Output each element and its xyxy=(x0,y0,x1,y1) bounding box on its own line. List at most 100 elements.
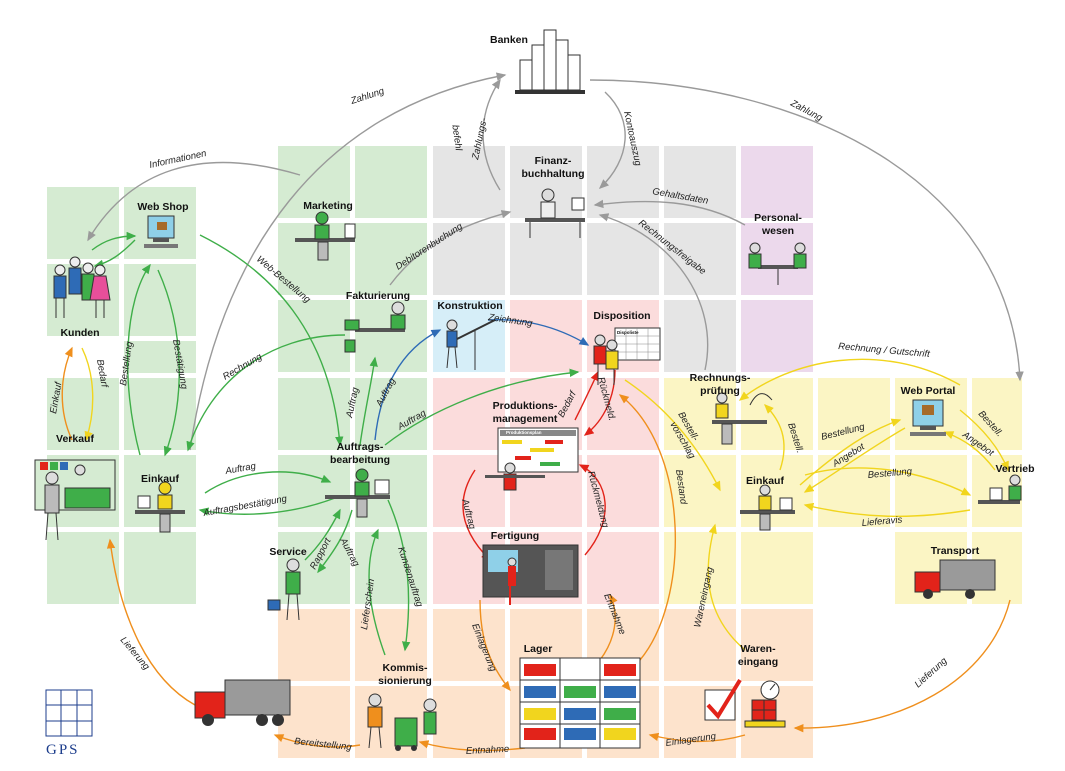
flow-zahlung-right: Zahlung xyxy=(788,97,825,124)
arrow-zahlungsbefehl xyxy=(482,78,501,191)
arrow-entnahme-fertigung xyxy=(599,593,618,661)
label-dispoliste: Dispoliste xyxy=(617,330,639,335)
marketing-desk-icon xyxy=(295,211,356,261)
arrow-bestellung xyxy=(126,263,151,456)
fakturierung-desk-icon xyxy=(344,301,406,353)
arrow-rechnungsfreigabe xyxy=(598,213,709,371)
transport-truck-icon xyxy=(914,559,996,599)
flow-bestellung-vertrieb: Bestellung xyxy=(867,466,913,481)
arrow-bestell-einkauf xyxy=(764,404,785,471)
arrow-bestand xyxy=(618,394,676,661)
flow-lieferung-left: Lieferung xyxy=(118,635,152,673)
flow-bedarf-left: Bedarf xyxy=(94,359,110,390)
label-marketing: Marketing xyxy=(303,200,353,212)
flow-auftragsbestaetigung: Auftragsbestätigung xyxy=(202,493,289,519)
flow-lieferung-right: Lieferung xyxy=(913,655,950,690)
kommissionierung-picker-icon xyxy=(367,693,437,751)
wareneingang-scale-icon xyxy=(744,680,786,728)
produktionsmanagement-board-icon xyxy=(485,427,579,491)
arrow-angebot-webportal xyxy=(803,427,906,493)
label-auftragsbearbeitung-1: Auftrags- xyxy=(337,441,384,453)
node-labels: Banken Finanz- buchhaltung Marketing Web… xyxy=(56,34,1035,687)
label-webshop: Web Shop xyxy=(137,201,188,213)
arrow-debitorenbuchung xyxy=(389,210,512,286)
label-lager: Lager xyxy=(524,643,553,655)
arrow-rueckmeld xyxy=(583,369,616,436)
label-wareneingang-1: Waren- xyxy=(740,643,776,655)
arrow-einlagerung-fertigung xyxy=(479,599,511,692)
finanzbuchhaltung-desk-icon xyxy=(525,188,585,238)
label-konstruktion: Konstruktion xyxy=(437,300,502,312)
label-rechnungspruefung-2: prüfung xyxy=(700,385,740,397)
label-finanzbuchhaltung-2: buchhaltung xyxy=(522,168,585,180)
einkauf-left-desk-icon xyxy=(135,481,185,533)
label-personalwesen-2: wesen xyxy=(761,225,794,237)
arrow-kontoauszug xyxy=(598,91,626,189)
flow-zahlung-left: Zahlung xyxy=(349,86,387,108)
label-einkauf-right: Einkauf xyxy=(746,475,784,487)
rechnungspruefung-desk-icon xyxy=(712,392,773,445)
arrow-kunden-webshop xyxy=(91,231,137,251)
gps-logo: GPS xyxy=(45,689,93,758)
arrow-auftrag-fakt xyxy=(359,356,378,446)
arrow-auftrag-fertigung xyxy=(462,469,491,561)
delivery-truck-icon xyxy=(194,679,291,726)
arrow-auftrag-blue xyxy=(374,329,442,441)
kunden-people-icon xyxy=(53,256,111,318)
arrow-lieferavis xyxy=(803,502,971,517)
arrow-auftragsbestaetigung xyxy=(198,497,336,516)
konstruktion-drafting-icon xyxy=(446,319,496,370)
arrow-einlagerung-lager xyxy=(648,732,746,743)
label-finanzbuchhaltung-1: Finanz- xyxy=(535,155,572,167)
arrow-bedarf-prod xyxy=(574,370,599,421)
flow-arrows xyxy=(61,72,1024,752)
arrow-bestellung-webportal xyxy=(799,418,902,486)
fertigung-machine-icon xyxy=(482,544,579,605)
wareneingang-check-icon xyxy=(704,678,742,721)
flow-rechnung: Rechnung xyxy=(221,351,265,383)
arrow-kundenauftrag xyxy=(387,499,411,652)
arrow-lieferschein xyxy=(368,528,386,656)
auftragsbearbeitung-desk-icon xyxy=(325,468,390,518)
arrow-bestellung-vertrieb xyxy=(804,467,972,496)
bank-building-icon xyxy=(515,29,585,94)
flow-befehl-2: befehl xyxy=(449,124,464,152)
lager-rack-icon xyxy=(519,657,641,749)
label-kommissionierung-1: Kommis- xyxy=(383,662,428,674)
flow-lieferavis: Lieferavis xyxy=(861,514,903,529)
gps-logo-text: GPS xyxy=(46,742,80,758)
arrow-entnahme-lager xyxy=(418,740,526,752)
arrow-bestaetigung xyxy=(157,269,180,457)
label-personalwesen-1: Personal- xyxy=(754,212,802,224)
arrow-zahlung-right xyxy=(589,79,1024,382)
arrow-bedarf-left xyxy=(81,347,94,442)
label-kommissionierung-2: sionierung xyxy=(378,675,432,687)
arrow-zahlung-left xyxy=(189,72,507,451)
arrow-einkauf-flow xyxy=(61,346,73,441)
label-auftragsbearbeitung-2: bearbeitung xyxy=(330,454,390,466)
flow-bestand: Bestand xyxy=(673,469,689,506)
flow-entnahme-lager: Entnahme xyxy=(466,744,510,757)
label-produktionsplan: Produktionsplan xyxy=(506,430,542,435)
vertrieb-desk-icon xyxy=(978,474,1022,504)
arrow-informationen xyxy=(87,161,301,242)
arrow-auftrag-service xyxy=(317,509,353,574)
webshop-monitor-icon xyxy=(144,215,178,248)
personalwesen-meeting-icon xyxy=(748,242,807,285)
arrow-angebot-vertrieb xyxy=(943,431,996,471)
label-webportal: Web Portal xyxy=(901,385,956,397)
arrow-auftrag-left xyxy=(204,471,332,494)
label-produktionsmanagement-2: management xyxy=(493,413,558,425)
arrow-rueckmeldung xyxy=(578,464,606,556)
webportal-monitor-icon xyxy=(910,399,946,436)
label-fakturierung: Fakturierung xyxy=(346,290,410,302)
flow-rechnung-gutschrift: Rechnung / Gutschrift xyxy=(838,341,931,360)
label-produktionsmanagement-1: Produktions- xyxy=(493,400,558,412)
label-wareneingang-2: eingang xyxy=(738,656,778,668)
arrow-zeichnung xyxy=(487,318,590,346)
label-einkauf-left: Einkauf xyxy=(141,473,179,485)
arrow-auftrag-green xyxy=(384,368,580,446)
label-vertrieb: Vertrieb xyxy=(995,463,1034,475)
arrow-web-bestellung xyxy=(199,234,344,447)
